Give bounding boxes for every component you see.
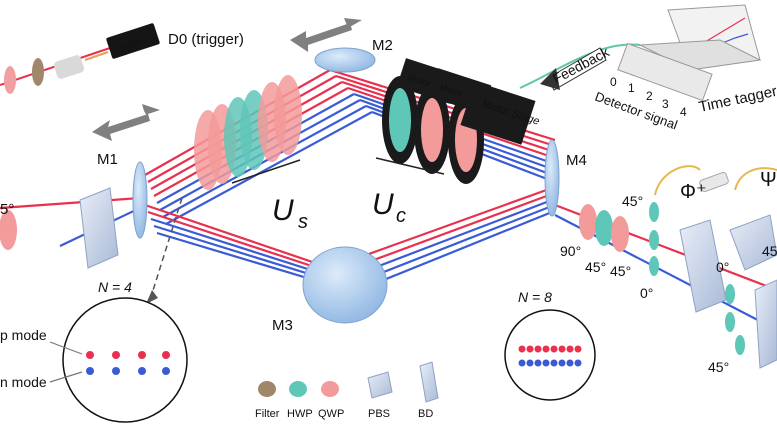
feedback-label: Feedback: [550, 43, 613, 86]
uc-motor-stages: Motor Motor Motor Stage U c: [372, 58, 541, 227]
svg-text:45°: 45°: [585, 259, 606, 275]
svg-text:2: 2: [646, 89, 653, 103]
fiber-coupler: [699, 171, 729, 193]
uc-label: U: [372, 188, 394, 221]
n4-label: N = 4: [98, 279, 132, 295]
inset-n4: N = 4 p mode n mode: [0, 197, 188, 423]
hwp-icon: [389, 88, 411, 152]
input-optics: 5°: [0, 187, 119, 269]
mirror-m4: M4: [544, 139, 587, 217]
translation-arrow-m1: [92, 104, 160, 141]
svg-text:45°: 45°: [708, 359, 729, 375]
svg-text:Filter: Filter: [255, 408, 280, 420]
pbs-icon: [729, 214, 777, 271]
qwp-icon: [421, 98, 443, 162]
tagger-box: [617, 42, 713, 102]
mirror-m3: M3: [272, 246, 388, 334]
hwp-icon: [725, 284, 735, 304]
hwp-icon: [649, 256, 659, 276]
hwp-icon: [595, 210, 613, 246]
mirror-m1: M1: [97, 151, 148, 239]
qwp-icon: [0, 210, 17, 250]
lens-icon: [4, 66, 16, 94]
component-legend: Filter HWP QWP PBS BD: [255, 361, 439, 420]
spcm-box: [106, 23, 160, 59]
coupler-icon: [53, 55, 85, 79]
hwp-icon: [649, 230, 659, 250]
svg-text:HWP: HWP: [287, 408, 313, 420]
svg-text:45°: 45°: [610, 263, 631, 279]
qwp-icon: [274, 75, 302, 155]
svg-text:s: s: [298, 211, 308, 233]
svg-text:QWP: QWP: [318, 408, 344, 420]
phi-plus-label: Φ⁺: [680, 181, 707, 203]
input-angle-label: 5°: [0, 201, 14, 218]
up-mode-label: p mode: [0, 327, 47, 343]
us-label: U: [272, 194, 294, 227]
spcm-assembly: SPCM D0 (trigger): [0, 23, 244, 94]
svg-text:0: 0: [610, 75, 617, 89]
analysis-optics: Φ⁺ Ψ 90° 45° 45° 45° 0° 0° 45° 45°: [560, 165, 777, 375]
svg-text:c: c: [396, 205, 406, 227]
trigger-label: D0 (trigger): [168, 31, 244, 48]
svg-text:4: 4: [680, 105, 687, 119]
bd-icon: [419, 361, 439, 403]
svg-text:45°: 45°: [762, 243, 777, 259]
svg-text:M2: M2: [372, 37, 393, 54]
svg-text:0°: 0°: [640, 285, 653, 301]
filter-icon: [258, 381, 276, 397]
svg-text:M3: M3: [272, 317, 293, 334]
svg-text:M4: M4: [566, 152, 587, 169]
time-tagger-station: 0 1 2 3 4 Detector signal Time tagger: [593, 4, 777, 133]
svg-text:PBS: PBS: [368, 408, 390, 420]
n8-label: N = 8: [518, 289, 552, 305]
hwp-icon: [735, 335, 745, 355]
filter-icon: [32, 58, 44, 86]
svg-text:M1: M1: [97, 151, 118, 168]
svg-text:3: 3: [662, 97, 669, 111]
mirror-m2: M2: [314, 37, 393, 73]
qwp-icon: [611, 216, 629, 252]
svg-text:0°: 0°: [716, 259, 729, 275]
inset-n8: N = 8: [504, 289, 596, 401]
hwp-icon: [725, 312, 735, 332]
svg-text:BD: BD: [418, 408, 433, 420]
qwp-icon: [579, 204, 597, 240]
down-mode-label: n mode: [0, 374, 47, 390]
translation-arrow-m2: [290, 18, 362, 52]
svg-text:90°: 90°: [560, 243, 581, 259]
bd-icon: [79, 187, 119, 269]
us-waveplates: U s: [194, 75, 308, 233]
pbs-icon: [367, 371, 393, 399]
hwp-icon: [649, 202, 659, 222]
entry-red-beam: [0, 196, 141, 210]
hwp-icon: [289, 381, 307, 397]
svg-text:45°: 45°: [622, 193, 643, 209]
time-tagger-label: Time tagger: [697, 83, 777, 116]
bd-icon: [754, 279, 777, 369]
svg-text:1: 1: [628, 81, 635, 95]
psi-label: Ψ: [760, 169, 777, 191]
qwp-icon: [321, 381, 339, 397]
